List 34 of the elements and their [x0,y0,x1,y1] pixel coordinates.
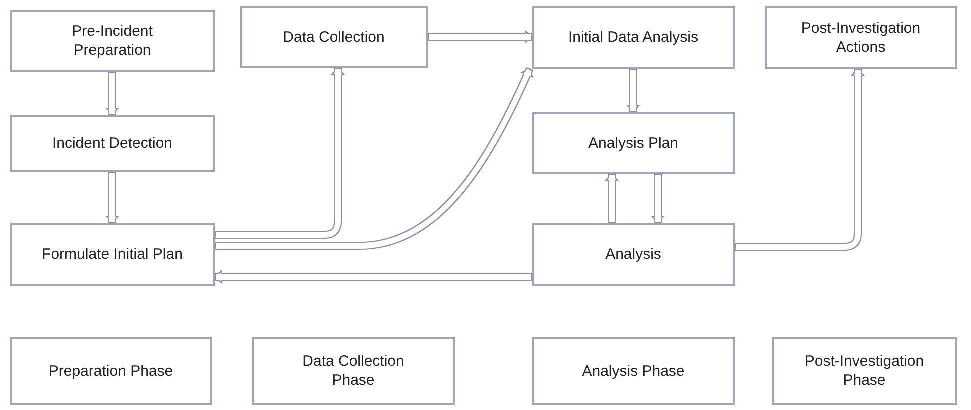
hollow-arrow [626,69,640,113]
process-box [532,112,735,174]
process-box [10,10,215,72]
process-box [10,337,212,405]
process-box [10,223,215,286]
process-box [765,6,957,69]
box-text: Data Collection [283,28,385,46]
box-text: Preparation Phase [48,362,174,380]
box-text: Initial Data Analysis [568,28,699,47]
box-text: Post-Investigation Phase [804,352,926,390]
process-box [10,115,215,172]
box-text: Post-Investigation Actions [800,18,922,56]
process-box [532,223,735,286]
process-box [252,337,455,405]
box-text: Incident Detection [52,134,173,153]
box-text: Analysis [606,245,662,264]
hollow-arrow [651,174,665,224]
hollow-arrow [428,30,533,44]
hollow-arrow [215,67,534,250]
hollow-arrow [106,72,120,116]
hollow-arrow [215,67,345,239]
process-box [532,6,735,69]
box-text: Data Collection Phase [302,352,406,390]
hollow-arrow [735,68,865,251]
process-box [772,337,957,405]
hollow-arrow [214,270,532,284]
hollow-arrow [605,173,619,223]
box-text: Analysis Plan [588,134,679,152]
process-box [240,6,428,68]
process-box [532,337,735,405]
box-text: Analysis Phase [582,362,685,380]
box-text: Pre-Incident Preparation [71,22,154,60]
box-text: Formulate Initial Plan [42,245,183,264]
hollow-arrow [106,172,120,224]
